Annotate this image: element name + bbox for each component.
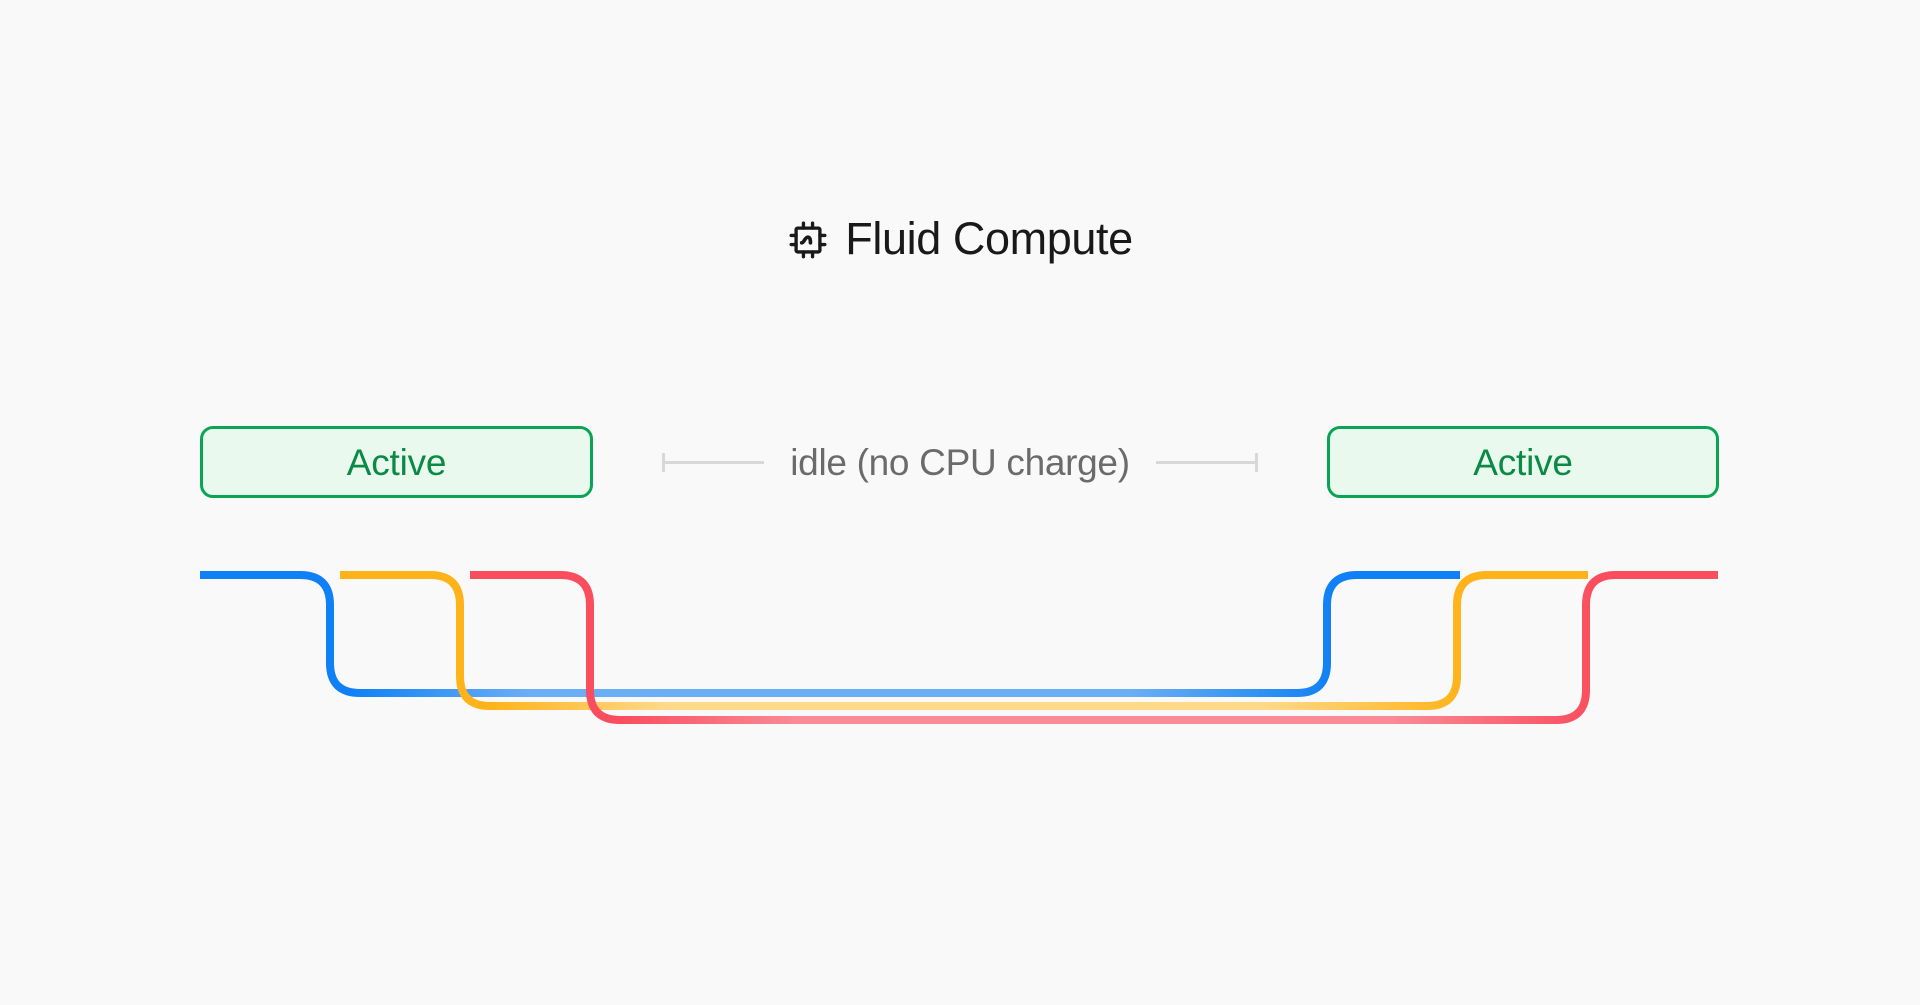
idle-phase-group: idle (no CPU charge)	[593, 426, 1327, 498]
waveform-lane-3	[470, 571, 1718, 724]
status-badge-active-left: Active	[200, 426, 593, 498]
idle-phase-label: idle (no CPU charge)	[790, 441, 1130, 483]
connector-line-right	[1155, 452, 1258, 472]
chip-icon	[787, 217, 829, 261]
waveform-lane-1	[200, 571, 1460, 697]
status-badge-label: Active	[346, 441, 447, 483]
page-title-text: Fluid Compute	[845, 213, 1133, 264]
status-badge-active-right: Active	[1327, 426, 1719, 498]
status-badge-label: Active	[1473, 441, 1573, 483]
connector-line-left	[662, 452, 765, 472]
page-title: Fluid Compute	[0, 216, 1920, 261]
timeline-phase-row: Active Active	[0, 426, 1920, 498]
waveform-lane-2	[340, 571, 1588, 710]
